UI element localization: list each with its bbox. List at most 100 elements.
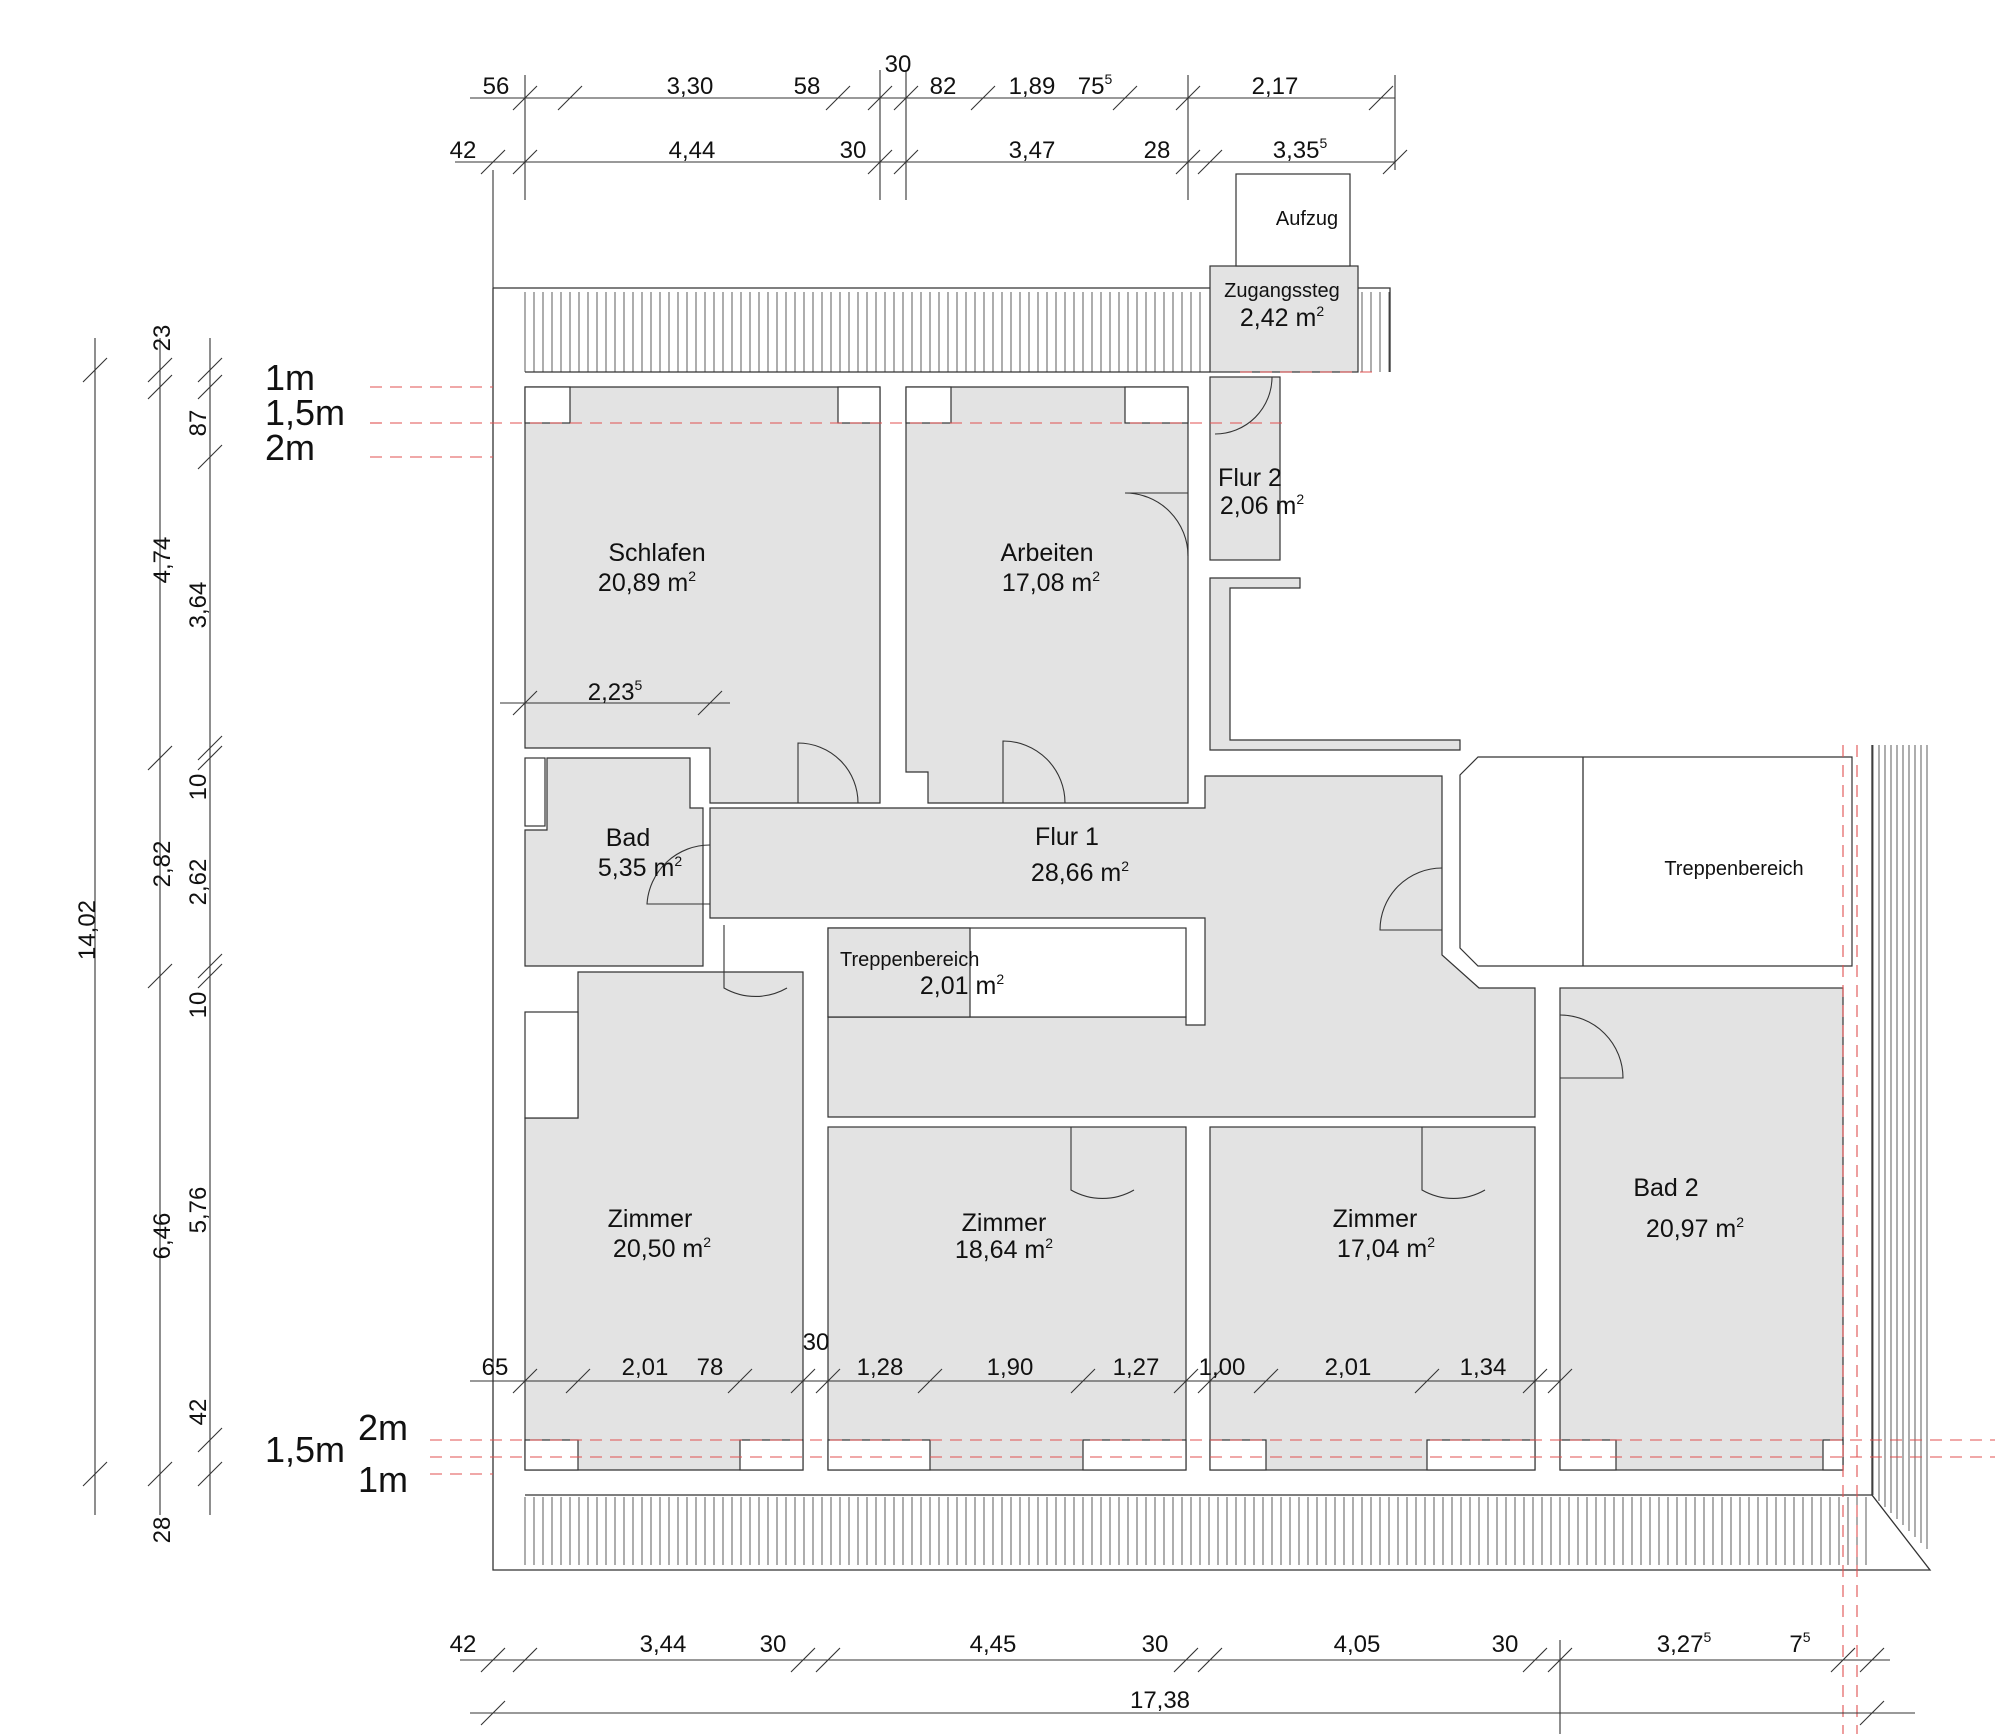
room-schlafen-shape (524, 386, 881, 804)
height-level-bottom-1: 1,5m (265, 1429, 345, 1470)
height-level-top-1: 1m (265, 357, 315, 398)
room-area-3-sup: 2 (1296, 491, 1304, 507)
rooms-layer (524, 173, 1853, 1471)
room-name-9: Treppenbereich (1664, 858, 1803, 880)
height-level-top-3: 2m (265, 427, 315, 468)
room-area-6-sup: 2 (674, 853, 682, 869)
treppe-large-shape (1459, 756, 1853, 967)
dim-top2-3: 30 (840, 137, 867, 164)
dim-bottom1-6: 4,05 (1334, 1631, 1381, 1658)
dim-left-mid-4: 6,46 (149, 1213, 176, 1260)
dim-left-mid-3: 2,82 (149, 841, 176, 888)
room-area-1: 20,89 m2 (598, 568, 696, 597)
dim-left-inner-4: 2,62 (185, 859, 212, 906)
room-area-8: 2,01 m2 (920, 971, 1004, 1000)
dim-left-inner-7: 42 (185, 1399, 212, 1426)
dim-bottom-inner-9: 2,01 (1325, 1354, 1372, 1381)
roof-hatch-bottom (524, 1494, 1872, 1565)
dim-bottom1-8-sup: 5 (1703, 1629, 1711, 1645)
room-area-7: 28,66 m2 (1031, 858, 1129, 887)
dim-bottom1-8: 3,275 (1657, 1629, 1712, 1658)
dim-top1-7: 755 (1078, 71, 1113, 100)
dim-bottom-inner-10: 1,34 (1460, 1354, 1507, 1381)
dim-top1-4: 30 (885, 51, 912, 78)
room-area-10-sup: 2 (703, 1234, 711, 1250)
height-level-top-2: 1,5m (265, 392, 345, 433)
dim-top1-2: 3,30 (667, 73, 714, 100)
room-name-6: Bad (606, 824, 650, 852)
dim-bottom1-2: 3,44 (640, 1631, 687, 1658)
dim-bottom1-9-sup: 5 (1803, 1629, 1811, 1645)
room-name-1: Schlafen (608, 539, 705, 567)
dim-left-outer: 14,02 (74, 900, 101, 960)
room-name-5: Aufzug (1276, 208, 1338, 230)
dim-bottom-inner-2: 2,01 (622, 1354, 669, 1381)
room-name-11: Zimmer (962, 1209, 1047, 1237)
room-bad2-shape (1559, 987, 1844, 1471)
dim-top1-3: 58 (794, 73, 821, 100)
dimension-lines (94, 70, 1915, 1734)
room-area-3: 2,06 m2 (1220, 491, 1304, 520)
dim-left-mid-2: 4,74 (149, 537, 176, 584)
dim-top1-1: 56 (483, 73, 510, 100)
dim-top2-1: 42 (450, 137, 477, 164)
room-area-4: 2,42 m2 (1240, 303, 1324, 332)
dim-schlafen-width-sup: 5 (634, 677, 642, 693)
room-zimmer2-shape (827, 1126, 1187, 1471)
dimension-ticks (82, 85, 1885, 1726)
room-flur2-shape (1209, 376, 1281, 561)
door-swings (646, 376, 1624, 1199)
aufzug-shape (1235, 173, 1351, 267)
dim-left-inner-2: 3,64 (185, 582, 212, 629)
height-level-bottom-3: 1m (358, 1459, 408, 1500)
room-name-4: Zugangssteg (1224, 280, 1340, 302)
room-name-2: Arbeiten (1000, 539, 1093, 567)
room-name-12: Zimmer (1333, 1205, 1418, 1233)
dim-top2-5: 28 (1144, 137, 1171, 164)
dim-top1-7-sup: 5 (1104, 71, 1112, 87)
window-niches (524, 386, 1844, 1471)
dim-bottom1-3: 30 (760, 1631, 787, 1658)
room-name-10: Zimmer (608, 1205, 693, 1233)
dim-bottom-inner-8: 1,00 (1199, 1354, 1246, 1381)
dim-schlafen-width: 2,235 (588, 677, 643, 706)
dim-bottom1-4: 4,45 (970, 1631, 1017, 1658)
dim-top2-6: 3,355 (1273, 135, 1328, 164)
room-bad-shape (524, 757, 704, 967)
dim-top2-6-sup: 5 (1319, 135, 1327, 151)
room-area-13: 20,97 m2 (1646, 1214, 1744, 1243)
roof-hatch-right (1872, 745, 1928, 1549)
dim-left-inner-3: 10 (185, 774, 212, 801)
treppe-small-fill (827, 927, 971, 1018)
height-lines (370, 371, 1995, 1734)
room-area-10: 20,50 m2 (613, 1234, 711, 1263)
room-name-13: Bad 2 (1633, 1174, 1698, 1202)
room-area-7-sup: 2 (1121, 858, 1129, 874)
dim-bottom-inner-6: 1,90 (987, 1354, 1034, 1381)
room-area-13-sup: 2 (1736, 1214, 1744, 1230)
height-level-bottom-2: 2m (358, 1407, 408, 1448)
room-area-1-sup: 2 (688, 568, 696, 584)
dim-bottom-inner-7: 1,27 (1113, 1354, 1160, 1381)
roof-hatch-top (524, 292, 1390, 373)
room-area-2: 17,08 m2 (1002, 568, 1100, 597)
dim-top2-4: 3,47 (1009, 137, 1056, 164)
dim-left-inner-5: 10 (185, 992, 212, 1019)
dim-bottom1-5: 30 (1142, 1631, 1169, 1658)
dim-bottom1-9: 75 (1789, 1629, 1810, 1658)
room-area-4-sup: 2 (1316, 303, 1324, 319)
room-area-11-sup: 2 (1045, 1235, 1053, 1251)
room-name-7: Flur 1 (1035, 823, 1099, 851)
dim-top1-5: 82 (930, 73, 957, 100)
dim-left-inner-1: 87 (185, 410, 212, 437)
terrace-wall (1209, 577, 1461, 751)
room-area-2-sup: 2 (1092, 568, 1100, 584)
dim-bottom-total: 17,38 (1130, 1687, 1190, 1714)
dim-top1-8: 2,17 (1252, 73, 1299, 100)
room-area-11: 18,64 m2 (955, 1235, 1053, 1264)
dim-left-mid-5: 28 (149, 1517, 176, 1544)
roof-outline (492, 287, 1932, 1571)
room-zimmer3-shape (1209, 1126, 1536, 1471)
